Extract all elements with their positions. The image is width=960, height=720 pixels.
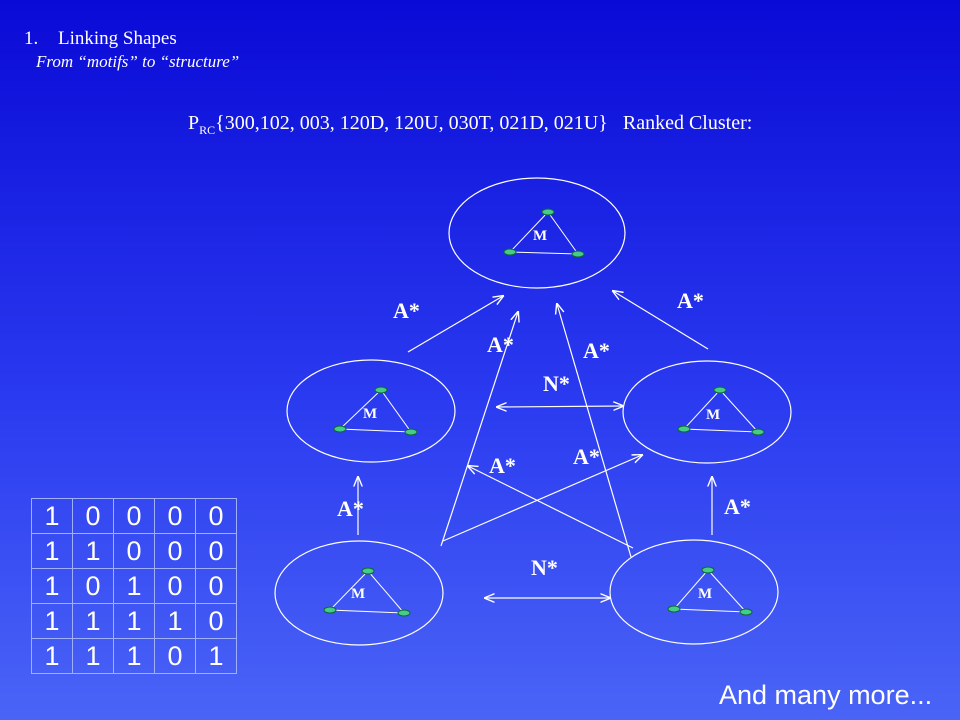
p-symbol: P — [188, 112, 200, 134]
slide-subheading: From “motifs” to “structure” — [36, 52, 240, 71]
matrix-cell: 0 — [72, 568, 114, 604]
arrow-bottomleft-to-top — [440, 312, 518, 547]
matrix-cell: 0 — [195, 533, 237, 569]
node-top: M — [448, 177, 626, 289]
edge-label: N* — [531, 555, 558, 580]
and-many-more-text: And many more... — [719, 680, 933, 710]
node-bottom-right-label: M — [698, 586, 712, 602]
matrix-cell: 0 — [72, 498, 114, 534]
matrix-cell: 1 — [113, 603, 155, 639]
arrow-mid-mutual — [497, 406, 623, 407]
arrow-midleft-to-top — [407, 296, 503, 353]
matrix-cell: 1 — [113, 638, 155, 674]
matrix-cell: 0 — [154, 568, 196, 604]
arrow-bottomright-to-top — [557, 304, 632, 558]
matrix-cell: 0 — [154, 533, 196, 569]
p-subscript: RC — [199, 123, 216, 137]
motif-triangle-icon — [677, 386, 765, 436]
node-mid-right-label: M — [706, 407, 720, 423]
matrix-cell: 0 — [113, 533, 155, 569]
node-mid-left-label: M — [363, 406, 377, 422]
edge-label: A* — [583, 338, 610, 363]
triad-set: {300,102, 003, 120D, 120U, 030T, 021D, 0… — [215, 112, 608, 134]
matrix-cell: 1 — [31, 603, 73, 639]
motif-triangle-icon — [503, 208, 585, 258]
node-top-label: M — [533, 228, 547, 244]
arrow-midright-to-top — [613, 291, 709, 350]
matrix-cell: 0 — [154, 638, 196, 674]
edge-label: A* — [489, 453, 516, 478]
ranked-cluster-definition: PRC{300,102, 003, 120D, 120U, 030T, 021D… — [188, 112, 752, 138]
node-bottom-left-label: M — [351, 586, 365, 602]
heading-number: 1. — [24, 28, 39, 49]
arrow-bottomleft-to-midright — [442, 455, 642, 542]
heading-title: Linking Shapes — [58, 28, 177, 49]
motif-triangle-icon — [323, 567, 411, 617]
matrix-cell: 0 — [195, 603, 237, 639]
node-mid-left: M — [286, 359, 456, 463]
edge-label: A* — [393, 298, 420, 323]
edge-label: A* — [573, 444, 600, 469]
matrix-cell: 0 — [113, 498, 155, 534]
matrix-cell: 1 — [31, 638, 73, 674]
matrix-cell: 1 — [31, 498, 73, 534]
matrix-cell: 1 — [31, 533, 73, 569]
slide-heading: 1. Linking Shapes — [24, 28, 177, 50]
edge-label: A* — [677, 288, 704, 313]
matrix-cell: 1 — [31, 568, 73, 604]
matrix-cell: 1 — [72, 533, 114, 569]
matrix-cell: 1 — [154, 603, 196, 639]
edge-label: N* — [543, 371, 570, 396]
node-bottom-left: M — [274, 540, 444, 646]
node-mid-right: M — [622, 360, 792, 464]
edge-label: A* — [487, 332, 514, 357]
matrix-cell: 1 — [72, 638, 114, 674]
ranked-cluster-label: Ranked Cluster: — [622, 112, 753, 134]
matrix-cell: 0 — [195, 498, 237, 534]
matrix-cell: 0 — [154, 498, 196, 534]
matrix-cell: 1 — [72, 603, 114, 639]
matrix-cell: 1 — [113, 568, 155, 604]
edge-label: A* — [337, 496, 364, 521]
motif-triangle-icon — [333, 386, 418, 436]
edge-label: A* — [724, 494, 751, 519]
matrix-cell: 0 — [195, 568, 237, 604]
node-bottom-right: M — [609, 539, 779, 645]
matrix-cell: 1 — [195, 638, 237, 674]
motif-triangle-icon — [667, 566, 753, 616]
arrow-bottomright-to-midleft — [468, 466, 634, 549]
